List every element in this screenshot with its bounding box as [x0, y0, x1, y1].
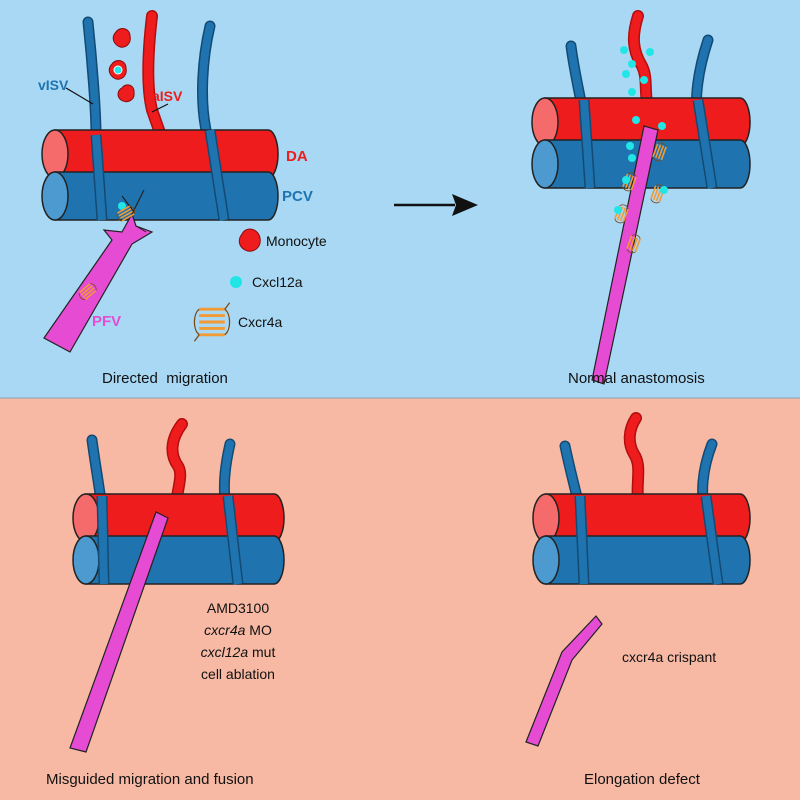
transition-arrow	[394, 194, 478, 216]
posterior-cardinal-vein	[532, 535, 751, 585]
monocyte-cell-with-chemokine	[108, 60, 127, 80]
legend-cxcr4a-label: Cxcr4a	[238, 314, 283, 330]
visv-label: vISV	[38, 77, 69, 93]
monocyte-cell	[117, 84, 135, 103]
dorsal-aorta	[532, 493, 751, 543]
posterior-cardinal-vein	[41, 171, 279, 221]
visv-label-pointer	[65, 87, 94, 105]
legend-cxcl12a-label: Cxcl12a	[252, 274, 303, 290]
dorsal-aorta	[41, 129, 279, 179]
cxcl12a-cluster	[614, 46, 668, 214]
monocyte-cell	[112, 28, 131, 48]
aisv-label-pointer	[151, 103, 169, 113]
aisv-label: aISV	[152, 88, 183, 104]
pcv-label: PCV	[282, 188, 313, 205]
panel-elongation-defect: cxcr4a crispant Elongation defect	[525, 412, 751, 788]
panel-misguided-migration: AMD3100 cxcr4a MO cxcl12a mut cell ablat…	[46, 418, 285, 788]
condition-cell-ablation: cell ablation	[201, 666, 275, 682]
cxcr4a-legend-icon	[193, 302, 231, 342]
elongation-defect-title: Elongation defect	[584, 771, 701, 788]
pfv-anastomosed	[591, 125, 668, 385]
bottom-panel-background	[0, 398, 800, 800]
cxcl12a-dot	[118, 202, 126, 210]
pfv-label: PFV	[92, 313, 121, 330]
da-label: DA	[286, 148, 308, 165]
condition-amd3100: AMD3100	[207, 600, 269, 616]
legend-monocyte-label: Monocyte	[266, 233, 327, 249]
directed-migration-title: Directed migration	[102, 370, 228, 387]
normal-anastomosis-title: Normal anastomosis	[568, 370, 705, 387]
pfv-misguided	[69, 511, 169, 753]
legend: Monocyte Cxcl12a Cxcr4a	[193, 228, 327, 342]
condition-cxcr4a-mo: cxcr4a MO	[204, 622, 272, 638]
cxcl12a-legend-icon	[230, 276, 242, 288]
pfv-sprout	[43, 189, 154, 353]
condition-list: AMD3100 cxcr4a MO cxcl12a mut cell ablat…	[201, 600, 276, 682]
misguided-migration-title: Misguided migration and fusion	[46, 771, 254, 788]
crispant-label: cxcr4a crispant	[622, 649, 716, 665]
pfv-short-sprout	[525, 615, 603, 747]
panel-normal-anastomosis: Normal anastomosis	[531, 10, 751, 387]
condition-cxcl12a-mut: cxcl12a mut	[201, 644, 276, 660]
monocyte-legend-icon	[238, 228, 261, 252]
panel-directed-migration: vISV aISV DA PCV PFV Monocyte Cxcl12a Cx…	[38, 10, 327, 387]
